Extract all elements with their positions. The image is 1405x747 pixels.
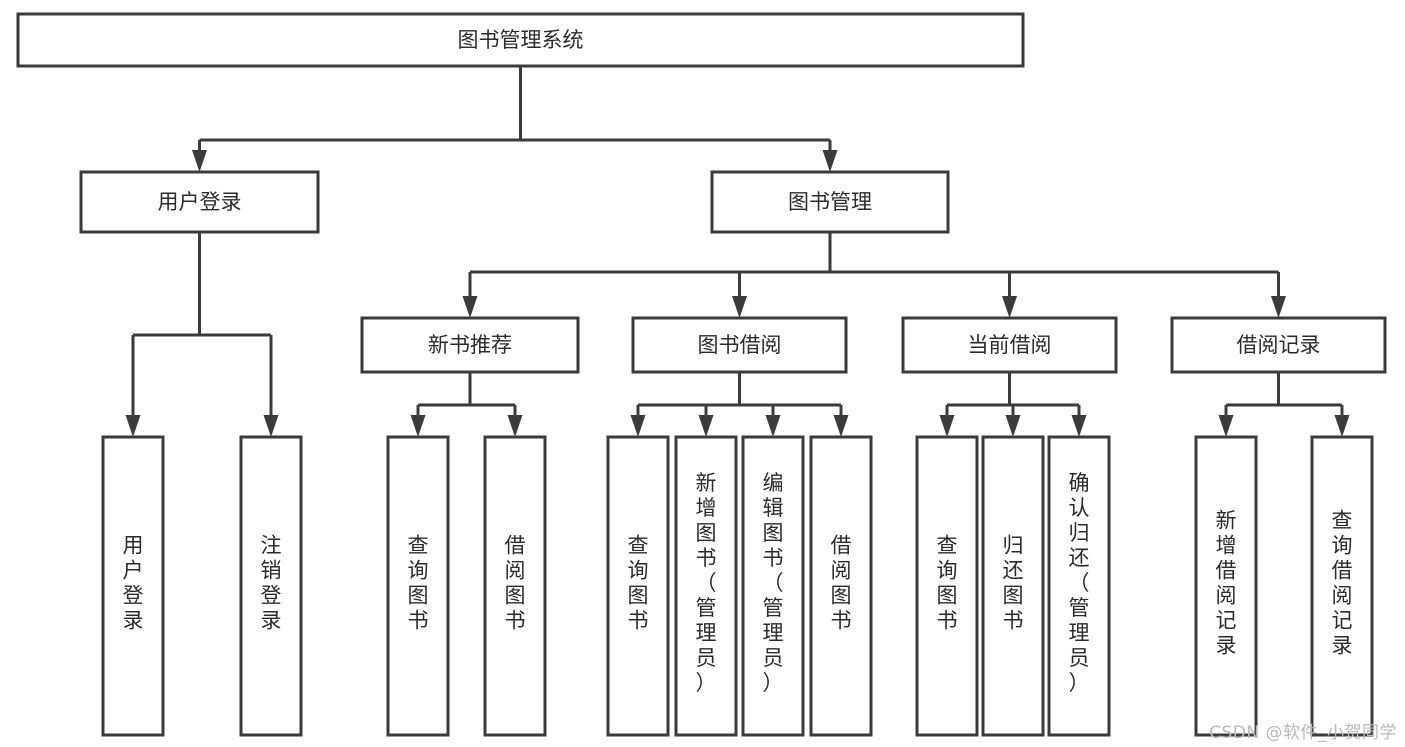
node-leaf-10[interactable]: 确认归还（管理员）: [1047, 435, 1111, 737]
node-leaf-8[interactable]: 查询图书: [915, 435, 979, 737]
connector-group: [1218, 372, 1350, 437]
node-label: 图书借阅: [698, 333, 782, 357]
node-label: 新增图书（管理员）: [696, 471, 717, 695]
node-label: 新书推荐: [428, 333, 512, 357]
node-box[interactable]: [1170, 316, 1387, 374]
connector-group: [125, 232, 279, 437]
node-label: 图书管理系统: [458, 28, 584, 52]
node-label: 查询图书: [408, 534, 429, 633]
node-box[interactable]: [386, 435, 450, 737]
node-label: 编辑图书（管理员）: [763, 471, 784, 695]
node-box[interactable]: [981, 435, 1045, 737]
node-label: 归还图书: [1003, 534, 1024, 633]
node-leaf-7[interactable]: 借阅图书: [809, 435, 873, 737]
node-leaf-5[interactable]: 新增图书（管理员）: [674, 435, 738, 737]
connector-layer: [125, 66, 1350, 437]
node-leaf-11[interactable]: 新增借阅记录: [1194, 435, 1258, 737]
connector-group: [939, 372, 1087, 437]
node-label: 借阅图书: [831, 534, 852, 633]
node-box[interactable]: [360, 316, 580, 374]
node-leaf-9[interactable]: 归还图书: [981, 435, 1045, 737]
node-box[interactable]: [1310, 435, 1374, 737]
node-box[interactable]: [710, 170, 950, 234]
node-label: 查询图书: [628, 534, 649, 633]
node-box[interactable]: [16, 12, 1025, 68]
node-box[interactable]: [901, 316, 1118, 374]
node-label: 查询图书: [937, 534, 958, 633]
node-l3-1[interactable]: 图书借阅: [631, 316, 848, 374]
node-label: 新增借阅记录: [1216, 509, 1237, 658]
node-box[interactable]: [483, 435, 547, 737]
node-label: 当前借阅: [968, 333, 1052, 357]
node-l2-1[interactable]: 图书管理: [710, 170, 950, 234]
node-label: 图书管理: [788, 190, 872, 214]
node-box[interactable]: [1047, 435, 1111, 737]
node-label: 借阅记录: [1237, 333, 1321, 357]
node-layer: 图书管理系统用户登录图书管理新书推荐图书借阅当前借阅借阅记录用户登录注销登录查询…: [16, 12, 1387, 737]
connector-group: [630, 372, 849, 437]
node-label: 确认归还（管理员）: [1069, 471, 1090, 695]
node-leaf-6[interactable]: 编辑图书（管理员）: [741, 435, 805, 737]
node-l2-0[interactable]: 用户登录: [79, 170, 320, 234]
node-box[interactable]: [631, 316, 848, 374]
connector-group: [410, 372, 523, 437]
connector-group: [192, 66, 838, 172]
node-box[interactable]: [239, 435, 303, 737]
node-box[interactable]: [1194, 435, 1258, 737]
node-box[interactable]: [741, 435, 805, 737]
node-box[interactable]: [79, 170, 320, 234]
node-label: 借阅图书: [505, 534, 526, 633]
node-label: 查询借阅记录: [1332, 509, 1353, 658]
node-label: 用户登录: [123, 534, 144, 633]
node-leaf-0[interactable]: 用户登录: [101, 435, 165, 737]
node-leaf-4[interactable]: 查询图书: [606, 435, 670, 737]
watermark-label: CSDN @软件_小贺同学: [1209, 723, 1397, 743]
node-box[interactable]: [101, 435, 165, 737]
connector-group: [462, 232, 1286, 318]
node-root[interactable]: 图书管理系统: [16, 12, 1025, 68]
node-box[interactable]: [674, 435, 738, 737]
node-label: 用户登录: [158, 190, 242, 214]
node-label: 注销登录: [261, 534, 282, 633]
node-box[interactable]: [809, 435, 873, 737]
node-l3-3[interactable]: 借阅记录: [1170, 316, 1387, 374]
node-leaf-1[interactable]: 注销登录: [239, 435, 303, 737]
node-box[interactable]: [606, 435, 670, 737]
node-leaf-12[interactable]: 查询借阅记录: [1310, 435, 1374, 737]
node-box[interactable]: [915, 435, 979, 737]
node-leaf-2[interactable]: 查询图书: [386, 435, 450, 737]
node-leaf-3[interactable]: 借阅图书: [483, 435, 547, 737]
node-l3-2[interactable]: 当前借阅: [901, 316, 1118, 374]
node-l3-0[interactable]: 新书推荐: [360, 316, 580, 374]
